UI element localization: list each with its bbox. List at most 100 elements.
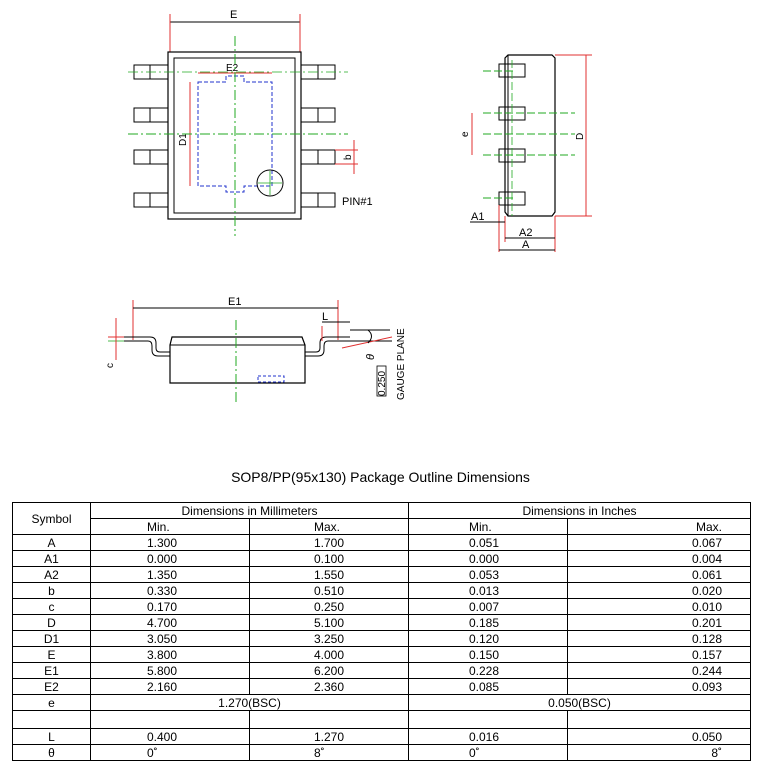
cell-mm-bsc: 1.270(BSC) — [90, 694, 409, 711]
label-c: c — [105, 363, 116, 368]
label-pin1: PIN#1 — [342, 196, 373, 208]
in-max-header: Max. — [567, 518, 751, 535]
cell-blank — [90, 710, 250, 729]
cell-in-max: 0.244 — [567, 662, 751, 679]
cell-blank — [249, 710, 409, 729]
cell-mm-min: 0.330 — [90, 582, 250, 599]
cell-symbol: A — [12, 534, 91, 551]
cell-symbol: L — [12, 728, 91, 745]
top-view: E E2 D1 — [128, 9, 373, 236]
label-D: D — [575, 133, 586, 140]
cell-in-bsc: 0.050(BSC) — [408, 694, 751, 711]
table-row: A2 1.350 1.550 0.053 0.061 — [12, 566, 751, 583]
in-header: Dimensions in Inches — [408, 502, 751, 519]
table-row: A 1.300 1.700 0.051 0.067 — [12, 534, 751, 551]
mm-min-header: Min. — [90, 518, 250, 535]
cell-blank — [408, 710, 568, 729]
cell-symbol: A1 — [12, 550, 91, 567]
table-row: c 0.170 0.250 0.007 0.010 — [12, 598, 751, 615]
cell-symbol: D1 — [12, 630, 91, 647]
cell-in-min: 0.085 — [408, 678, 568, 695]
cell-mm-max: 0.510 — [249, 582, 409, 599]
table-row: b 0.330 0.510 0.013 0.020 — [12, 582, 751, 599]
cell-mm-min: 0.170 — [90, 598, 250, 615]
cell-in-max: 0.093 — [567, 678, 751, 695]
cell-in-min: 0.013 — [408, 582, 568, 599]
cell-in-min: 0.228 — [408, 662, 568, 679]
label-E1: E1 — [228, 296, 241, 308]
cell-in-min: 0.000 — [408, 550, 568, 567]
cell-mm-max: 2.360 — [249, 678, 409, 695]
label-A: A — [522, 239, 530, 251]
in-min-header: Min. — [408, 518, 568, 535]
cell-mm-min: 1.350 — [90, 566, 250, 583]
table-row-e: e 1.270(BSC) 0.050(BSC) — [12, 694, 751, 711]
label-e: e — [460, 131, 471, 137]
mm-max-header: Max. — [249, 518, 409, 535]
cell-symbol: b — [12, 582, 91, 599]
cell-in-max: 0.157 — [567, 646, 751, 663]
cell-mm-min: 0˚ — [90, 744, 250, 761]
cell-mm-min: 0.000 — [90, 550, 250, 567]
cell-in-min: 0.053 — [408, 566, 568, 583]
table-header-row-2: Min. Max. Min. Max. — [13, 518, 751, 535]
cell-in-max: 0.010 — [567, 598, 751, 615]
cell-in-min: 0.051 — [408, 534, 568, 551]
cell-mm-max: 8˚ — [249, 744, 409, 761]
table-row-blank — [12, 710, 751, 729]
cell-in-max: 0.050 — [567, 728, 751, 745]
front-view: E1 c L θ 0.250 GAUGE PLANE — [105, 296, 407, 405]
cell-blank — [567, 710, 751, 729]
cell-mm-max: 5.100 — [249, 614, 409, 631]
mm-header: Dimensions in Millimeters — [90, 502, 409, 519]
label-gauge-value: 0.250 — [377, 371, 388, 396]
cell-mm-min: 3.050 — [90, 630, 250, 647]
table-row: E2 2.160 2.360 0.085 0.093 — [12, 678, 751, 695]
cell-in-min: 0.016 — [408, 728, 568, 745]
cell-symbol: A2 — [12, 566, 91, 583]
cell-symbol: E — [12, 646, 91, 663]
cell-mm-min: 5.800 — [90, 662, 250, 679]
cell-mm-max: 0.250 — [249, 598, 409, 615]
cell-in-max: 8˚ — [567, 744, 751, 761]
cell-mm-max: 1.550 — [249, 566, 409, 583]
cell-blank — [12, 710, 91, 729]
side-view: e D A1 A2 A — [460, 54, 592, 252]
cell-in-max: 0.128 — [567, 630, 751, 647]
cell-mm-min: 0.400 — [90, 728, 250, 745]
label-E2: E2 — [226, 63, 239, 74]
cell-mm-min: 4.700 — [90, 614, 250, 631]
cell-in-min: 0˚ — [408, 744, 568, 761]
symbol-header: Symbol — [12, 502, 91, 535]
table-title: SOP8/PP(95x130) Package Outline Dimensio… — [231, 469, 530, 485]
cell-symbol: E1 — [12, 662, 91, 679]
dimensions-table: Symbol Dimensions in Millimeters Dimensi… — [12, 502, 751, 761]
cell-symbol: E2 — [12, 678, 91, 695]
table-row: A1 0.000 0.100 0.000 0.004 — [12, 550, 751, 567]
table-row-theta: θ 0˚ 8˚ 0˚ 8˚ — [12, 744, 751, 761]
cell-in-min: 0.120 — [408, 630, 568, 647]
cell-mm-max: 0.100 — [249, 550, 409, 567]
cell-in-min: 0.150 — [408, 646, 568, 663]
label-b: b — [343, 154, 354, 160]
label-E: E — [230, 9, 237, 21]
cell-symbol: θ — [12, 744, 91, 761]
table-row: E1 5.800 6.200 0.228 0.244 — [12, 662, 751, 679]
cell-mm-min: 3.800 — [90, 646, 250, 663]
cell-mm-max: 1.270 — [249, 728, 409, 745]
cell-in-min: 0.185 — [408, 614, 568, 631]
label-L: L — [322, 311, 328, 323]
cell-symbol: D — [12, 614, 91, 631]
cell-mm-min: 2.160 — [90, 678, 250, 695]
cell-in-max: 0.067 — [567, 534, 751, 551]
table-row: D 4.700 5.100 0.185 0.201 — [12, 614, 751, 631]
cell-in-max: 0.201 — [567, 614, 751, 631]
cell-mm-max: 3.250 — [249, 630, 409, 647]
table-row-L: L 0.400 1.270 0.016 0.050 — [12, 728, 751, 745]
cell-symbol: c — [12, 598, 91, 615]
cell-in-max: 0.004 — [567, 550, 751, 567]
cell-symbol: e — [12, 694, 91, 711]
label-A2: A2 — [519, 227, 532, 239]
cell-mm-max: 4.000 — [249, 646, 409, 663]
cell-in-max: 0.020 — [567, 582, 751, 599]
